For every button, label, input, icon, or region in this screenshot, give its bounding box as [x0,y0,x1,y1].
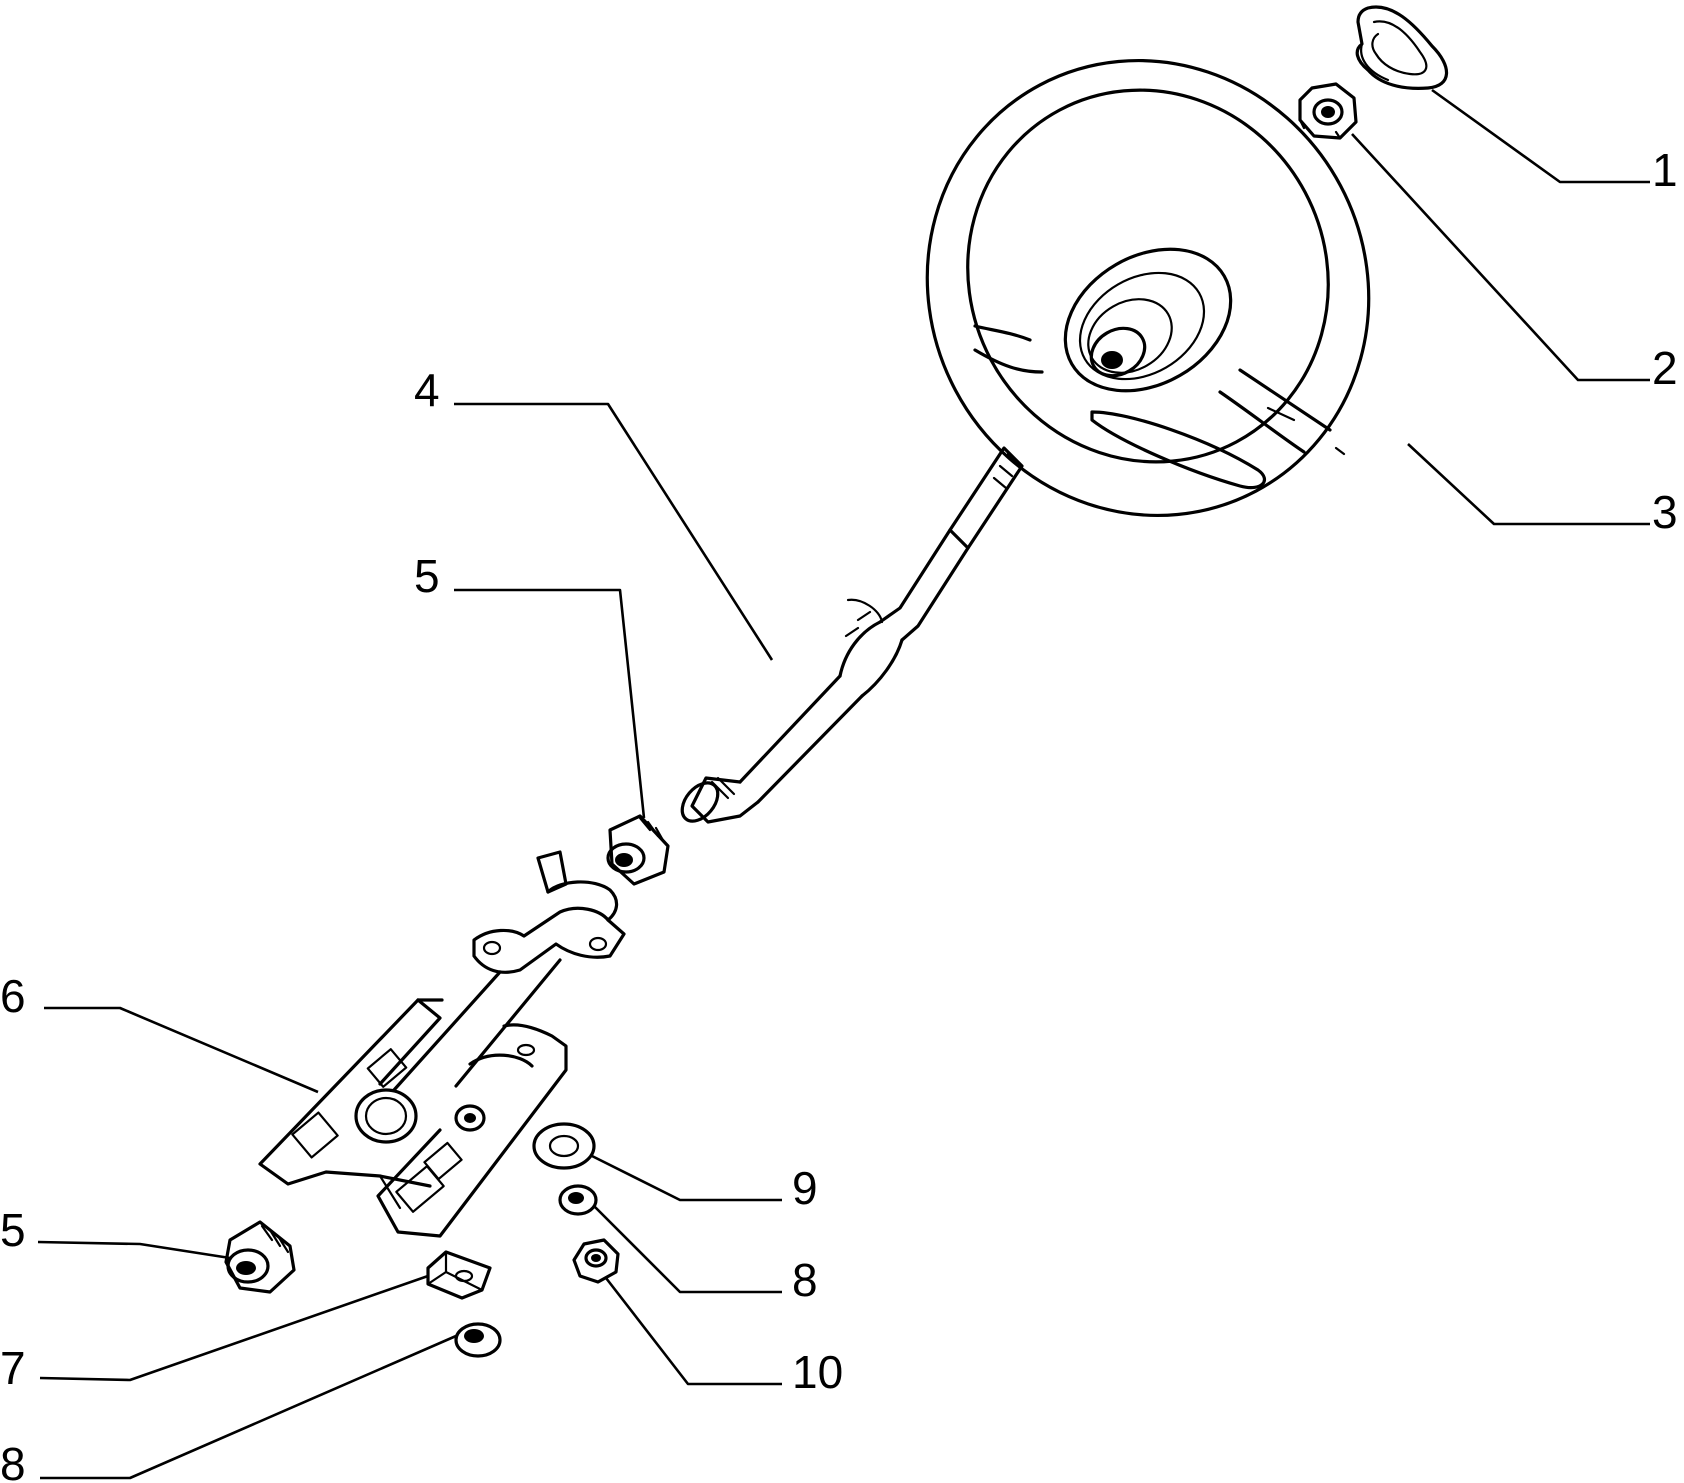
callout-1: 1 [1652,144,1678,196]
callout-numbers: 1 2 3 4 5 6 5 7 8 9 8 10 [0,144,1678,1483]
leader-5a [454,588,646,819]
callout-2: 2 [1652,342,1678,394]
leader-8a [40,1334,457,1480]
flat-washer-part [532,1122,596,1170]
callout-10: 10 [792,1346,843,1398]
leader-8b [593,1205,782,1294]
lower-bushing-part [224,1220,296,1294]
spring-washer-left-part [454,1322,502,1358]
steering-wheel-part [925,58,1371,518]
callout-6: 6 [0,970,26,1022]
hex-nut-part [572,1238,620,1284]
callout-8-left: 8 [0,1438,26,1483]
callout-9: 9 [792,1162,818,1214]
callout-5-lower: 5 [0,1204,26,1256]
callout-4: 4 [414,364,440,416]
leader-3 [1407,443,1650,526]
callout-7: 7 [0,1342,26,1394]
steering-shaft-part [680,446,1024,824]
leader-5b [37,1240,231,1260]
callout-8-right: 8 [792,1254,818,1306]
wheel-nut-part [1298,82,1358,140]
horn-cap-part [1355,5,1449,90]
leader-10 [604,1277,782,1386]
leader-2 [1351,133,1650,382]
leader-4 [454,402,774,661]
spring-washer-right-part [558,1184,598,1216]
leader-7 [39,1274,429,1382]
callout-5-upper: 5 [414,550,440,602]
leader-1 [1431,88,1650,184]
leader-lines [37,88,1650,1480]
leader-9 [591,1154,782,1202]
column-bracket-part [258,850,626,1238]
callout-3: 3 [1652,486,1678,538]
clip-nut-part [426,1250,492,1300]
leader-6 [44,1006,319,1094]
upper-bushing-part [606,814,670,886]
